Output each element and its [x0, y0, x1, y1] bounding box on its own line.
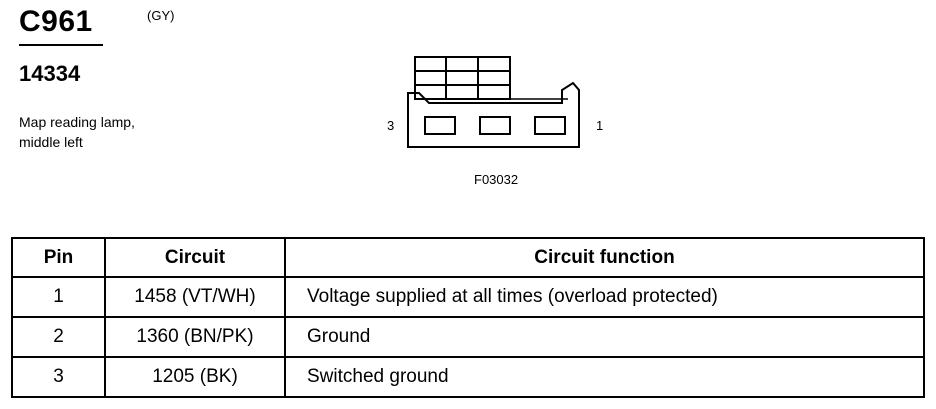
- circuit-function-cell: Switched ground: [284, 356, 925, 398]
- connector-id: C961: [19, 5, 93, 38]
- figure-code: F03032: [474, 172, 519, 187]
- connector-id-underline: [19, 44, 103, 46]
- pin-cavity-2: [479, 116, 511, 135]
- pin-cavity-3: [424, 116, 456, 135]
- circuit-cell: 1205 (BK): [104, 356, 286, 398]
- table-row: 1 1458 (VT/WH) Voltage supplied at all t…: [11, 276, 925, 318]
- circuit-function-cell: Ground: [284, 316, 925, 358]
- circuit-function-cell: Voltage supplied at all times (overload …: [284, 276, 925, 318]
- circuit-cell: 1458 (VT/WH): [104, 276, 286, 318]
- pin-label-right: 1: [596, 118, 604, 133]
- pin-cell: 1: [11, 276, 106, 318]
- pin-cavity-1: [534, 116, 566, 135]
- table-row: 3 1205 (BK) Switched ground: [11, 356, 925, 398]
- connector-diagram: 3 1 F03032: [380, 50, 620, 200]
- part-number: 14334: [19, 61, 81, 86]
- pin-label-left: 3: [387, 118, 395, 133]
- pin-cell: 2: [11, 316, 106, 358]
- connector-description: Map reading lamp, middle left: [19, 114, 135, 150]
- color-code: (GY): [147, 8, 175, 23]
- column-header-circuit: Circuit: [104, 237, 286, 278]
- pin-cell: 3: [11, 356, 106, 398]
- column-header-circuit-function: Circuit function: [284, 237, 925, 278]
- pin-table: Pin Circuit Circuit function 1 1458 (VT/…: [11, 237, 925, 398]
- table-row: 2 1360 (BN/PK) Ground: [11, 316, 925, 358]
- table-header-row: Pin Circuit Circuit function: [11, 237, 925, 278]
- column-header-pin: Pin: [11, 237, 106, 278]
- connector-latch-grid: [414, 56, 511, 100]
- circuit-cell: 1360 (BN/PK): [104, 316, 286, 358]
- connector-body: [407, 81, 580, 148]
- connector-face-drawing: [407, 56, 580, 148]
